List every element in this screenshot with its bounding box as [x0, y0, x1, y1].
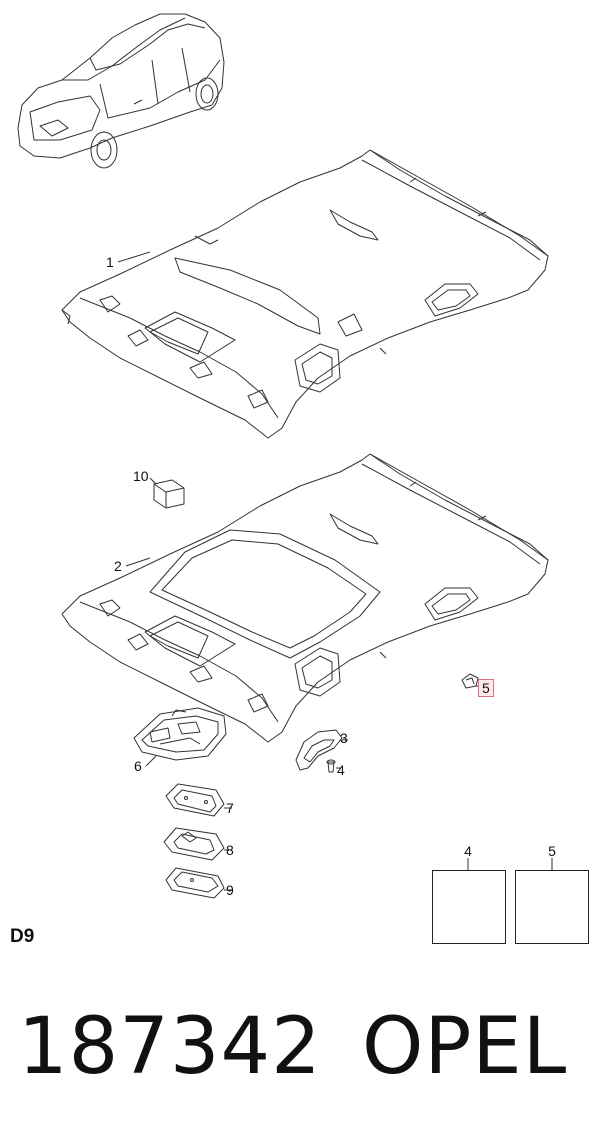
- headliner-part-1: [61, 149, 549, 439]
- part-10-pad: [153, 479, 185, 509]
- callout-4: 4: [337, 762, 345, 778]
- inset-4-box: [432, 870, 506, 944]
- section-code: D9: [10, 926, 35, 947]
- part-6-roof-console: [133, 707, 227, 761]
- brand-name: OPEL: [362, 1002, 568, 1092]
- inset-5-box: [515, 870, 589, 944]
- callout-3: 3: [340, 730, 348, 746]
- callout-8: 8: [226, 842, 234, 858]
- headliner-part-2: [61, 453, 549, 743]
- callout-6: 6: [134, 758, 142, 774]
- callout-10: 10: [133, 468, 149, 484]
- callout-9: 9: [226, 882, 234, 898]
- part-9-cover: [165, 867, 225, 899]
- callout-5-highlighted: 5: [478, 679, 494, 697]
- part-3-grab-handle: [295, 729, 343, 771]
- parts-diagram: [17, 13, 577, 935]
- inset-4-label: 4: [464, 843, 472, 859]
- callout-2: 2: [114, 558, 122, 574]
- part-5-clip-small: [461, 673, 479, 689]
- part-number: 187342: [18, 1002, 322, 1092]
- car-illustration: [17, 13, 225, 169]
- callout-1: 1: [106, 254, 114, 270]
- part-8-cover: [163, 827, 225, 861]
- inset-5-label: 5: [548, 843, 556, 859]
- callout-7: 7: [226, 800, 234, 816]
- part-4-screw-small: [326, 759, 336, 773]
- part-7-cover: [165, 783, 225, 817]
